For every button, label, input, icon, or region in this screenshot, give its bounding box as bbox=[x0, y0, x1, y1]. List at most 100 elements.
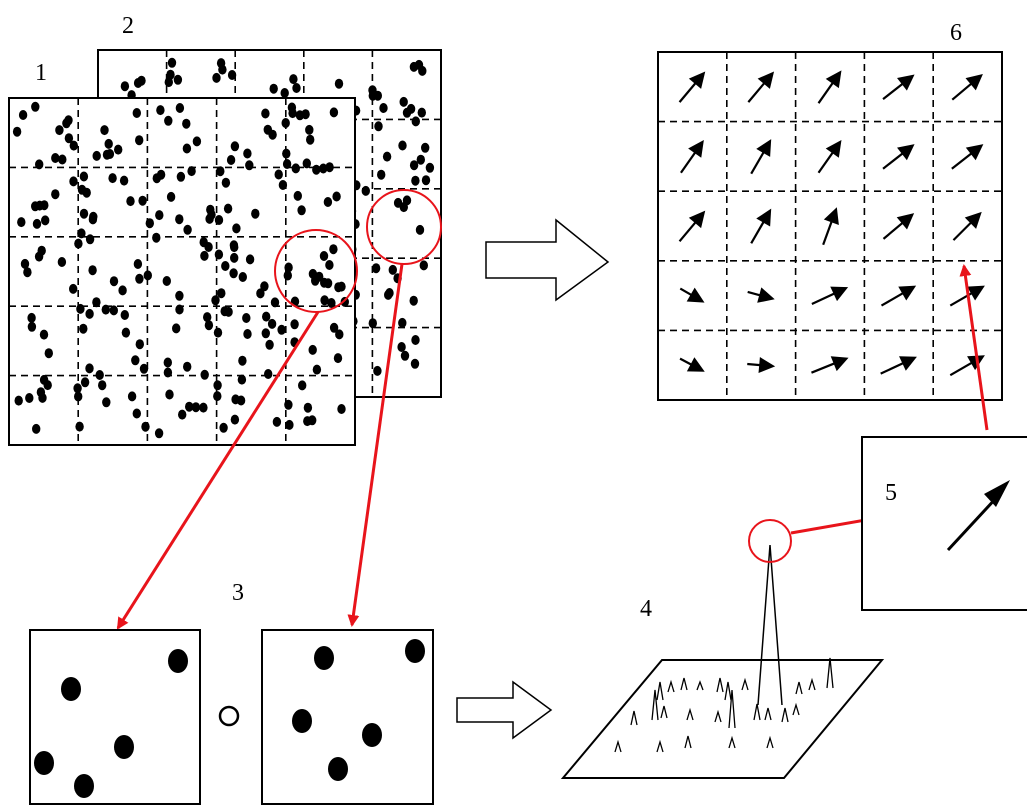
particle-dot bbox=[191, 402, 201, 413]
particle-dot bbox=[100, 125, 109, 136]
particle-dot bbox=[185, 401, 194, 412]
particle-dot bbox=[31, 101, 40, 112]
particle-dot bbox=[164, 115, 173, 126]
particle-dot bbox=[245, 254, 255, 265]
vector-arrow bbox=[747, 287, 775, 303]
vector-arrow bbox=[678, 210, 706, 243]
particle-dot bbox=[175, 214, 184, 225]
correlation-peak bbox=[795, 681, 803, 695]
particle-dot bbox=[183, 361, 192, 372]
correlation-peak bbox=[714, 709, 722, 723]
particle-dot bbox=[238, 272, 247, 282]
particle-dot bbox=[411, 116, 420, 127]
particle-dot bbox=[155, 210, 164, 221]
particle-dot bbox=[284, 262, 293, 273]
particle-dot bbox=[220, 306, 229, 317]
vector-arrow bbox=[949, 285, 985, 307]
arrow-to-window-2 bbox=[347, 263, 404, 627]
particle-dot bbox=[133, 259, 143, 269]
particle-dot bbox=[237, 374, 247, 385]
particle-dot bbox=[44, 348, 53, 359]
particle-dot bbox=[108, 173, 117, 184]
particle-dot bbox=[409, 295, 418, 306]
particle-dot bbox=[131, 355, 140, 366]
particle-dot bbox=[303, 402, 313, 413]
particle-dot bbox=[242, 313, 251, 323]
particle-dot bbox=[411, 175, 420, 186]
particle-dot bbox=[230, 242, 239, 253]
correlation-peak bbox=[728, 735, 736, 749]
particle-dot bbox=[74, 391, 83, 402]
correlation-peak bbox=[741, 677, 749, 691]
particle-dot bbox=[329, 244, 338, 255]
particle-dot bbox=[285, 419, 294, 430]
particle-dot bbox=[58, 154, 67, 165]
frame-1-label: 1 bbox=[35, 60, 47, 86]
correlation-peak bbox=[656, 681, 664, 701]
particle-dot bbox=[410, 358, 420, 369]
particle-dot bbox=[120, 310, 129, 320]
particle-dot bbox=[402, 107, 412, 118]
particle-dot bbox=[334, 78, 344, 89]
particle-dot bbox=[39, 329, 49, 340]
particle-dot bbox=[398, 317, 407, 328]
correlation-peak bbox=[630, 710, 638, 726]
frame-2-label: 2 bbox=[122, 13, 134, 39]
particle-dot bbox=[213, 391, 222, 402]
particle-dot bbox=[282, 148, 291, 159]
particle-dot bbox=[308, 268, 318, 279]
particle-dot bbox=[337, 404, 346, 414]
particle-dot bbox=[227, 70, 237, 80]
particle-dot bbox=[213, 380, 222, 391]
correlation-peak bbox=[792, 702, 800, 716]
particle-dot bbox=[382, 151, 392, 162]
particle-dot bbox=[419, 260, 428, 271]
displacement-arrow-shaft bbox=[946, 494, 1000, 552]
vector-arrow bbox=[951, 144, 984, 170]
frame-1-particles bbox=[12, 101, 349, 439]
particle-dot bbox=[425, 162, 435, 173]
particle-dot bbox=[223, 203, 233, 214]
particle-dot bbox=[132, 408, 141, 419]
particle-dot bbox=[98, 380, 107, 391]
particle-dot bbox=[302, 158, 311, 169]
particle-dot bbox=[245, 160, 254, 171]
particle-dot bbox=[101, 304, 111, 315]
particle-dot bbox=[205, 213, 214, 224]
correlation-peak bbox=[753, 703, 761, 721]
particle-dot bbox=[138, 195, 147, 206]
particle-dot bbox=[377, 169, 386, 180]
correlation-peak bbox=[651, 689, 659, 721]
particle-dot bbox=[305, 124, 314, 135]
particle-dot bbox=[226, 155, 236, 165]
particle-dot bbox=[62, 118, 71, 129]
arrow-to-vector-field bbox=[959, 264, 989, 431]
peak-circle bbox=[748, 519, 792, 563]
particle-dot bbox=[214, 215, 224, 225]
particle-dot bbox=[80, 377, 90, 388]
interrogation-circle-frame-2 bbox=[366, 189, 442, 265]
particle-dot bbox=[12, 126, 22, 137]
particle-dot bbox=[291, 163, 300, 174]
vector-arrow bbox=[882, 144, 915, 170]
particle-dot bbox=[135, 339, 144, 350]
particle-dot bbox=[417, 107, 426, 118]
particle-dot bbox=[95, 370, 104, 380]
particle-dot bbox=[219, 422, 228, 433]
particle-dot bbox=[152, 232, 161, 243]
particle-dot bbox=[135, 135, 144, 146]
correlation-peak bbox=[764, 707, 772, 721]
correlation-peak bbox=[656, 739, 664, 753]
vector-arrow bbox=[822, 207, 839, 246]
frame-1 bbox=[8, 97, 356, 446]
particle-dot bbox=[232, 223, 241, 234]
particle-dot bbox=[243, 329, 252, 339]
particle-dot bbox=[143, 270, 152, 281]
particle-dot bbox=[306, 134, 315, 145]
correlation-peak bbox=[684, 735, 692, 749]
particle-dot bbox=[230, 141, 240, 152]
process-arrow-bottom bbox=[456, 680, 553, 740]
particle-dot bbox=[218, 64, 227, 75]
correlation-peak bbox=[696, 680, 704, 691]
vector-arrow bbox=[750, 139, 772, 175]
